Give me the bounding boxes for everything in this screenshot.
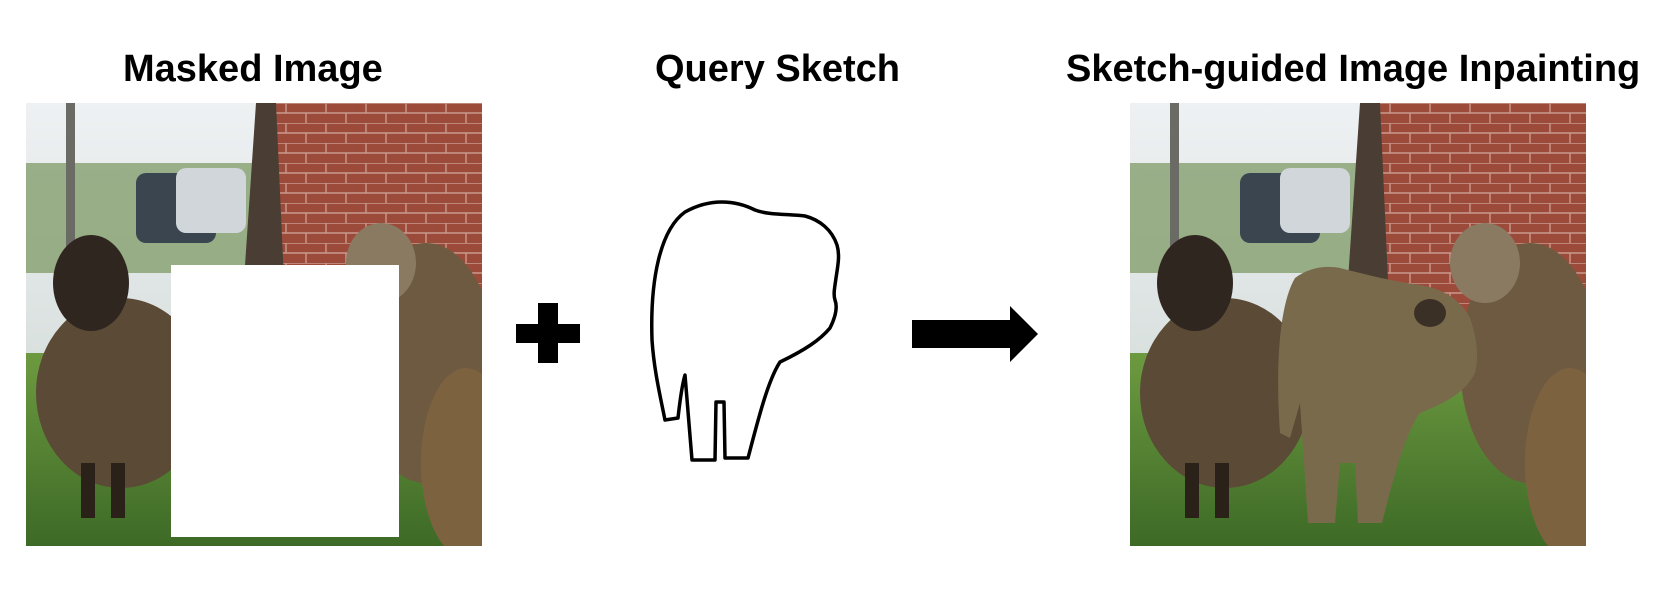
masked-image-title: Masked Image bbox=[123, 48, 383, 90]
arrow-right-icon bbox=[912, 306, 1038, 362]
plus-icon bbox=[516, 303, 580, 363]
inpainted-scene bbox=[1130, 103, 1586, 546]
masked-scene bbox=[26, 103, 482, 546]
query-sketch-title: Query Sketch bbox=[655, 48, 900, 90]
query-sketch bbox=[640, 190, 860, 480]
inpainting-result-title: Sketch-guided Image Inpainting bbox=[1066, 48, 1641, 90]
masked-image bbox=[26, 103, 482, 546]
inpainted-image bbox=[1130, 103, 1586, 546]
mask-region bbox=[171, 265, 399, 537]
